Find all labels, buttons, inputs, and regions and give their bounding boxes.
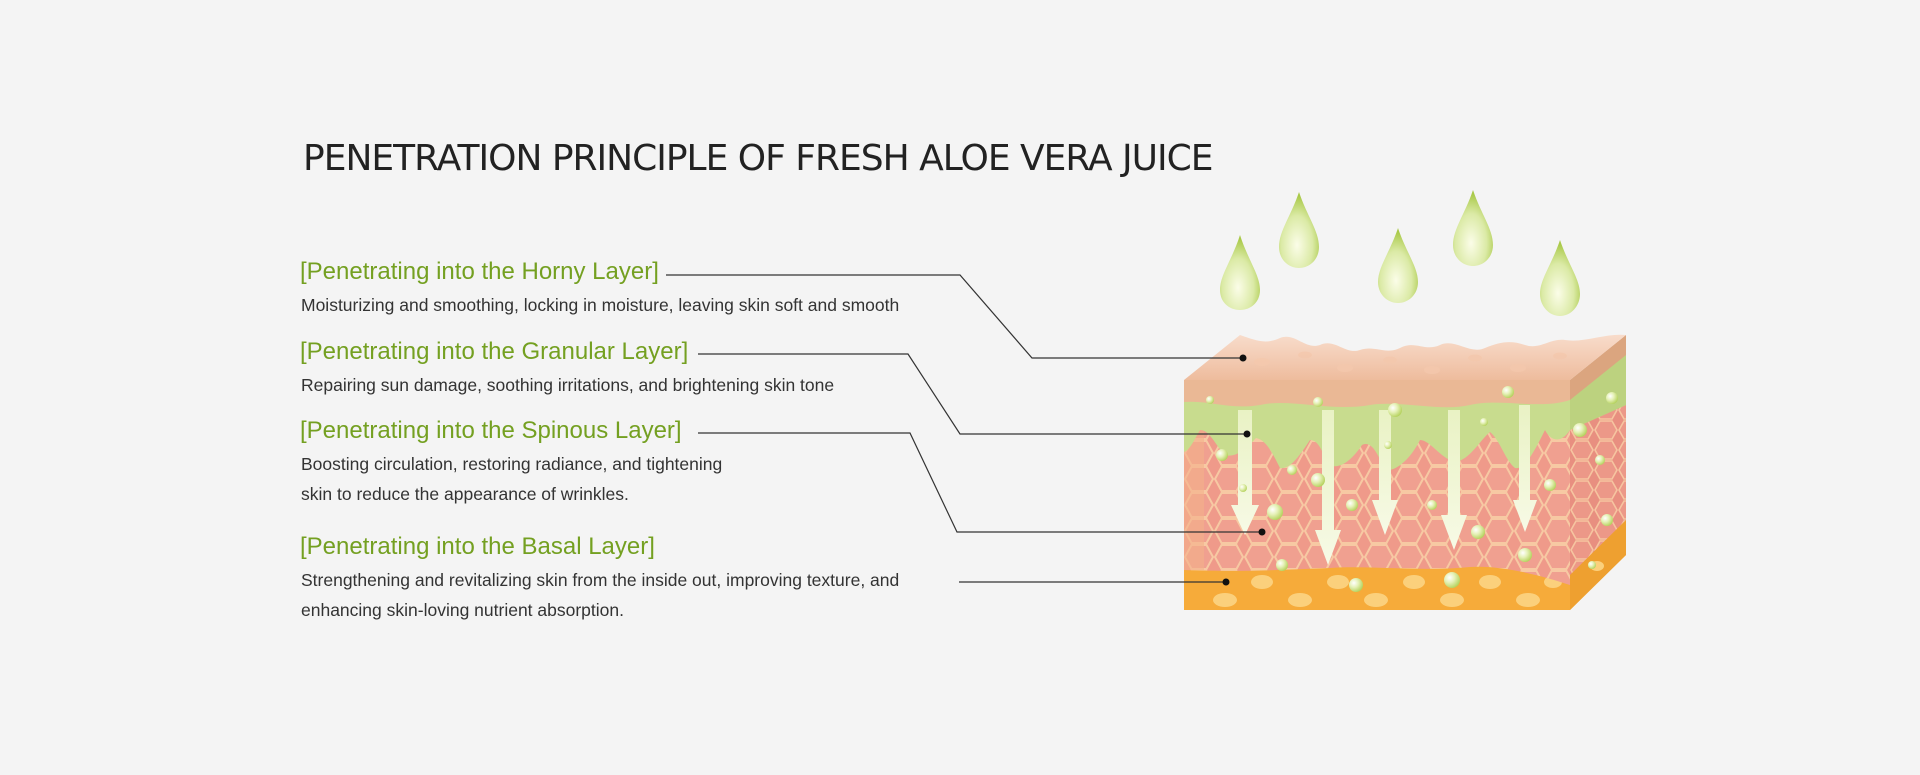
horny-leader-dot: [1239, 354, 1247, 362]
basal-layer-description-line1: Strengthening and revitalizing skin from…: [301, 570, 900, 590]
page-title: PENETRATION PRINCIPLE OF FRESH ALOE VERA…: [303, 138, 1214, 179]
droplet-3: [1378, 228, 1418, 303]
granular-layer-description: Repairing sun damage, soothing irritatio…: [301, 375, 835, 395]
droplet-5: [1540, 240, 1580, 316]
horny-layer-description: Moisturizing and smoothing, locking in m…: [301, 295, 900, 315]
aloe-penetration-streams: [1231, 405, 1537, 565]
droplet-1: [1220, 235, 1260, 310]
droplet-4: [1453, 190, 1493, 266]
aloe-bubbles: [1206, 386, 1618, 592]
basal-leader-dot: [1222, 578, 1230, 586]
basal-layer-heading: [Penetrating into the Basal Layer]: [300, 533, 655, 560]
spinous-layer-description-line2: skin to reduce the appearance of wrinkle…: [301, 484, 629, 504]
horny-layer-heading: [Penetrating into the Horny Layer]: [300, 258, 659, 285]
granular-leader-line: [698, 353, 1247, 435]
granular-layer: [1184, 350, 1626, 471]
spinous-layer-heading: [Penetrating into the Spinous Layer]: [300, 417, 682, 444]
leader-dots: [1222, 354, 1266, 586]
spinous-layer-description-line1: Boosting circulation, restoring radiance…: [301, 454, 723, 474]
droplet-2: [1279, 192, 1319, 268]
spinous-leader-line: [698, 432, 1262, 533]
basal-layer-description-line2: enhancing skin-loving nutrient absorptio…: [301, 600, 624, 620]
aloe-droplets: [1220, 190, 1580, 316]
leader-lines: [666, 274, 1262, 583]
granular-leader-dot: [1243, 430, 1251, 438]
spinous-leader-dot: [1258, 528, 1266, 536]
basal-layer: [1184, 515, 1626, 610]
horny-layer: [1184, 334, 1626, 408]
granular-layer-heading: [Penetrating into the Granular Layer]: [300, 338, 689, 365]
horny-leader-line: [666, 274, 1243, 359]
